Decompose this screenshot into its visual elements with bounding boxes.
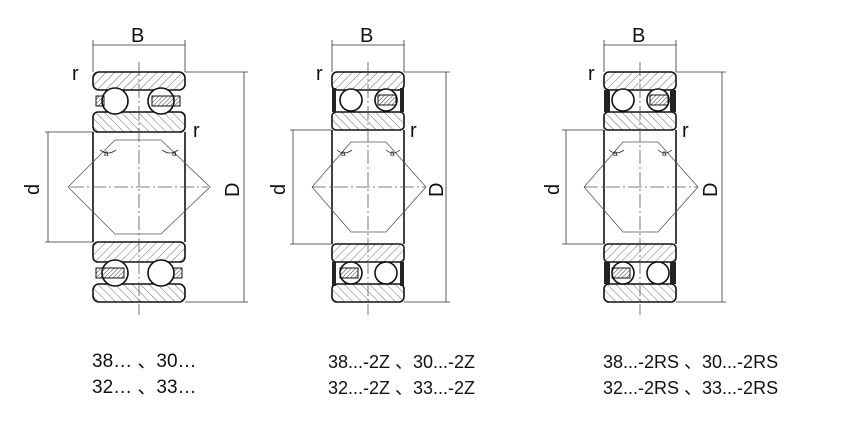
seal bbox=[604, 262, 610, 284]
cage bbox=[95, 95, 105, 107]
caption-sealed: 38...-2RS 、30...-2RS 32...-2RS 、33...-2RS bbox=[603, 349, 778, 401]
angle-label: a bbox=[341, 149, 346, 158]
shield bbox=[332, 88, 336, 112]
shield bbox=[400, 88, 404, 112]
bore-label: d bbox=[542, 184, 564, 195]
caption-line: 38...-2Z 、30...-2Z bbox=[328, 352, 476, 372]
cage bbox=[95, 267, 125, 279]
bearing-view-sealed: B r r d D a a bbox=[542, 25, 726, 315]
bore-label: d bbox=[22, 184, 44, 195]
caption-open: 38… 、30… 32… 、33… bbox=[92, 349, 197, 401]
radius-label: r bbox=[316, 63, 323, 85]
ball bbox=[611, 88, 635, 112]
shield bbox=[332, 262, 336, 286]
ball bbox=[339, 88, 363, 112]
cage bbox=[649, 94, 669, 106]
cage bbox=[611, 267, 631, 279]
ball bbox=[646, 261, 670, 285]
caption-line: 32… 、33… bbox=[92, 377, 197, 398]
bearing-view-open: B r r d D a a bbox=[22, 25, 248, 315]
angle-label: a bbox=[613, 149, 618, 158]
cage bbox=[377, 94, 397, 106]
seal bbox=[670, 90, 676, 112]
radius-label: r bbox=[72, 63, 79, 85]
ball bbox=[374, 261, 398, 285]
caption-line: 32...-2RS 、33...-2RS bbox=[603, 378, 779, 398]
radius-label: r bbox=[410, 120, 417, 142]
width-label: B bbox=[131, 25, 144, 47]
angle-label: a bbox=[172, 149, 177, 158]
outer-label: D bbox=[426, 183, 448, 197]
cage bbox=[173, 267, 183, 279]
caption-line: 38...-2RS 、30...-2RS bbox=[603, 352, 779, 372]
ball bbox=[101, 87, 129, 115]
angle-label: a bbox=[390, 149, 395, 158]
bore-label: d bbox=[268, 184, 290, 195]
caption-shielded: 38...-2Z 、30...-2Z 32...-2Z 、33...-2Z bbox=[328, 349, 475, 401]
seal bbox=[670, 262, 676, 284]
bearing-view-shielded: B r r d D a a bbox=[268, 25, 450, 315]
width-label: B bbox=[632, 25, 645, 47]
radius-label: r bbox=[588, 63, 595, 85]
angle-label: a bbox=[662, 149, 667, 158]
outer-label: D bbox=[700, 183, 722, 197]
cage bbox=[151, 95, 181, 107]
caption-line: 38… 、30… bbox=[92, 351, 197, 372]
ball bbox=[147, 259, 175, 287]
caption-line: 32...-2Z 、33...-2Z bbox=[328, 378, 476, 398]
width-label: B bbox=[360, 25, 373, 47]
radius-label: r bbox=[193, 120, 200, 142]
angle-label: a bbox=[104, 149, 109, 158]
cage bbox=[339, 267, 359, 279]
radius-label: r bbox=[682, 120, 689, 142]
shield bbox=[400, 262, 404, 286]
outer-label: D bbox=[222, 183, 244, 197]
seal bbox=[604, 90, 610, 112]
